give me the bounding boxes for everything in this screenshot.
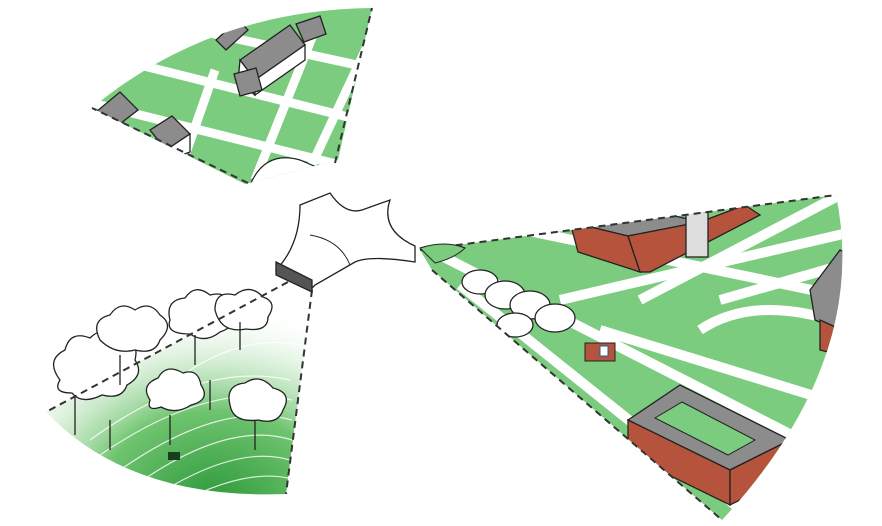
pavilion [599, 345, 609, 357]
shelter [168, 452, 180, 460]
green-roof-ramp [419, 243, 466, 264]
grove [461, 269, 576, 338]
view-cone-lines [45, 7, 837, 521]
campus-wedge [420, 195, 843, 520]
forest-wedge [46, 282, 312, 495]
central-pavilion [274, 192, 466, 294]
courtyard-building [626, 384, 792, 507]
trees [53, 288, 287, 450]
